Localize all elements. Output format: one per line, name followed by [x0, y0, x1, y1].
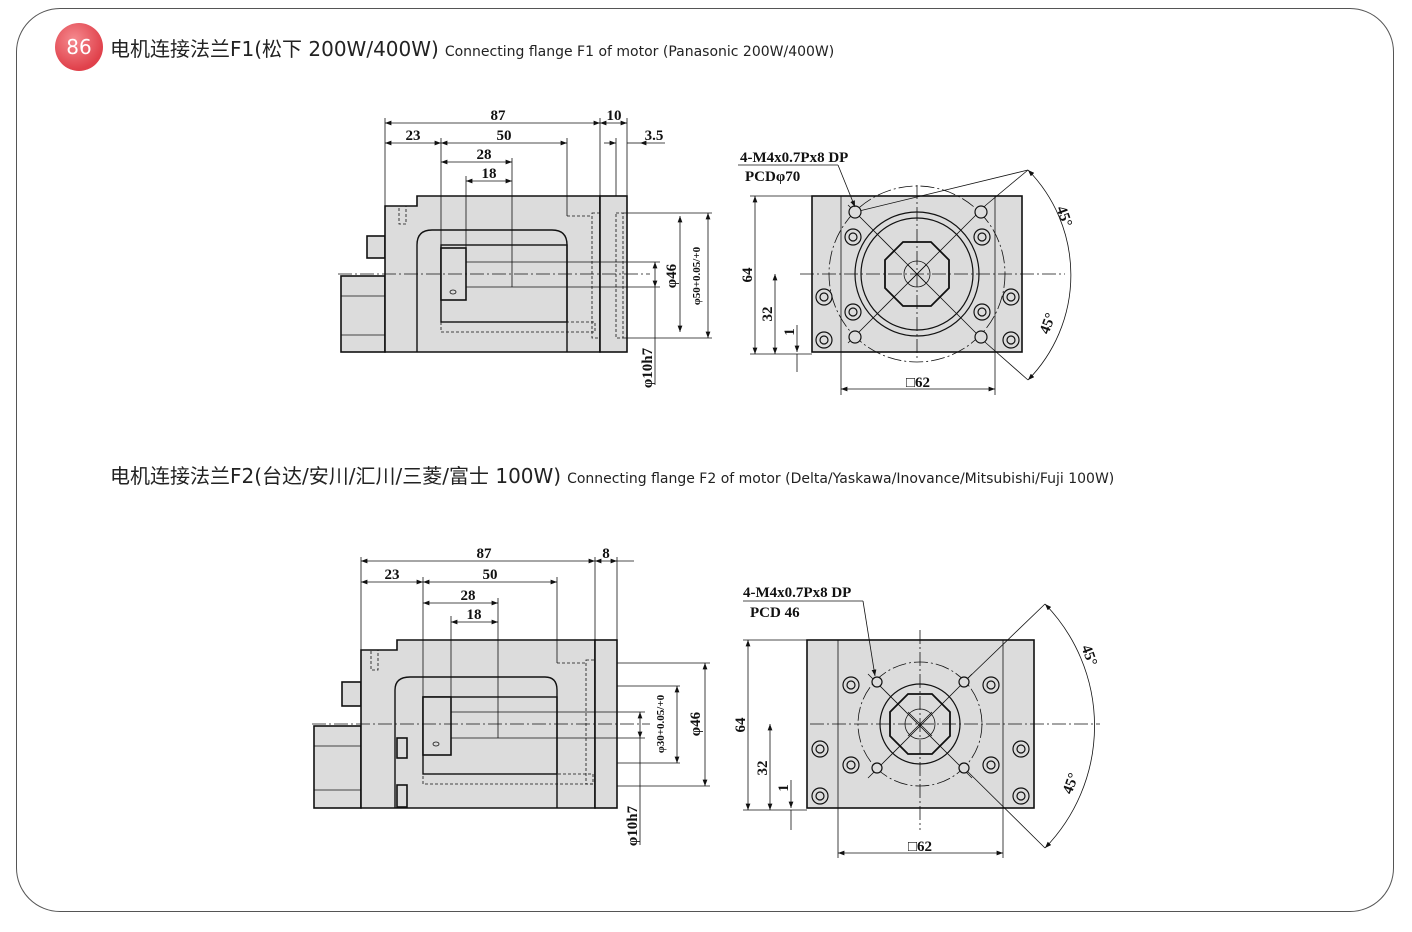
dim-32: 32 — [755, 761, 771, 776]
dim-18: 18 — [482, 166, 497, 182]
dim-phi46: φ46 — [688, 711, 704, 736]
tapped-holes — [848, 205, 988, 344]
section2-title-zh: 电机连接法兰F2(台达/安川/汇川/三菱/富士 100W) — [110, 464, 562, 488]
angle-45-upper: 45° — [1078, 643, 1100, 668]
dim-87: 87 — [477, 546, 493, 562]
dim-8: 8 — [602, 546, 610, 562]
motor-shaft-housing — [340, 275, 386, 353]
dim-28: 28 — [477, 147, 492, 163]
pcd-spec: PCDφ70 — [745, 169, 800, 185]
f1-front-view: 45° 45° 4-M4x0.7Px8 DP PCDφ70 64 32 1 □6… — [738, 150, 1075, 395]
thread-spec: 4-M4x0.7Px8 DP — [743, 585, 851, 601]
pcd-spec: PCD 46 — [750, 605, 800, 621]
f2-side-view: 87 8 23 50 28 18 φ10h7 φ30+0.05/+0 φ46 — [312, 546, 710, 846]
dim-64: 64 — [733, 717, 749, 733]
dim-1: 1 — [776, 784, 792, 792]
dim-32: 32 — [760, 307, 776, 322]
knob — [366, 235, 386, 259]
angle-45-lower: 45° — [1037, 311, 1059, 336]
section2-title: 电机连接法兰F2(台达/安川/汇川/三菱/富士 100W) Connecting … — [110, 460, 1114, 489]
tapped-holes — [871, 676, 970, 774]
angle-45-lower: 45° — [1060, 771, 1082, 796]
dim-1: 1 — [782, 328, 798, 336]
f2-front-view: 45° 45° 4-M4x0.7Px8 DP PCD 46 64 32 1 □6… — [733, 585, 1100, 858]
angle-45-upper: 45° — [1053, 204, 1075, 229]
dim-50: 50 — [483, 567, 498, 583]
dim-phi50: φ50+0.05/+0 — [691, 246, 703, 305]
dim-50: 50 — [497, 128, 512, 144]
dim-23: 23 — [406, 128, 421, 144]
dim-23: 23 — [385, 567, 400, 583]
page-frame — [16, 8, 1394, 912]
section1-title-zh: 电机连接法兰F1(松下 200W/400W) — [110, 37, 439, 61]
dim-phi10h7: φ10h7 — [625, 805, 641, 846]
dim-87: 87 — [491, 108, 507, 124]
f1-side-view: 87 10 23 50 28 18 3.5 φ46 φ50+0.05/+0 φ1… — [338, 108, 712, 388]
dim-square-62: □62 — [908, 839, 932, 855]
dim-3-5: 3.5 — [645, 128, 664, 144]
coupling — [422, 696, 452, 756]
counterbore-holes — [811, 676, 1030, 805]
dim-28: 28 — [461, 588, 476, 604]
section1-title-en: Connecting flange F1 of motor (Panasonic… — [444, 44, 835, 60]
dim-phi46: φ46 — [664, 263, 680, 288]
dim-10: 10 — [607, 108, 622, 124]
counterbore-holes — [815, 228, 1020, 349]
dim-square-62: □62 — [906, 375, 930, 391]
section2-title-en: Connecting flange F2 of motor (Delta/Yas… — [567, 471, 1115, 487]
knob — [341, 681, 362, 707]
page-number-badge: 86 — [55, 23, 103, 71]
dim-18: 18 — [467, 607, 482, 623]
dim-64: 64 — [740, 267, 756, 283]
dim-phi10h7: φ10h7 — [640, 347, 656, 388]
section1-title: 电机连接法兰F1(松下 200W/400W) Connecting flange … — [110, 33, 834, 62]
dim-phi30: φ30+0.05/+0 — [655, 694, 667, 753]
motor-shaft-housing — [313, 725, 362, 809]
thread-spec: 4-M4x0.7Px8 DP — [740, 150, 848, 166]
